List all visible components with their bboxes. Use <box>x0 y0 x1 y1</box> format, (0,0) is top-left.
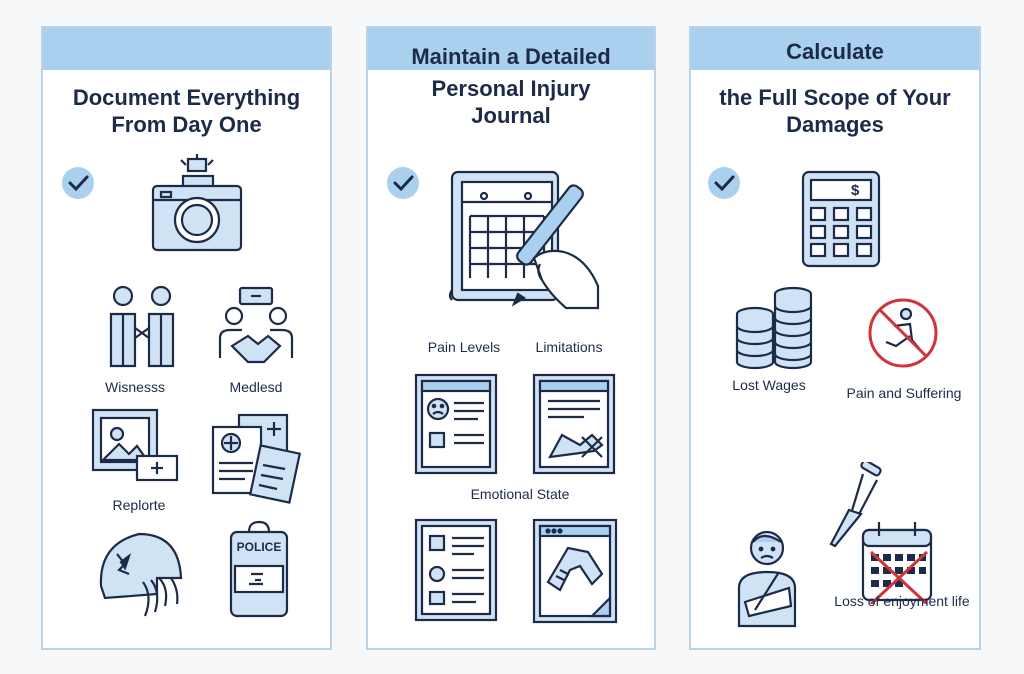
panel-header-bar <box>691 28 979 70</box>
label-reports: Replorte <box>112 497 166 513</box>
cancelled-calendar-icon <box>861 522 933 604</box>
panel-injury-journal: Maintain a Detailed Personal Injury Jour… <box>366 26 656 650</box>
panel-header-bar <box>43 28 330 70</box>
panel-title-line1: Calculate <box>786 39 884 64</box>
camera-icon <box>151 154 243 252</box>
label-lost-wages: Lost Wages <box>732 377 806 393</box>
witnesses-icon <box>109 285 175 368</box>
limitations-chart-icon <box>532 373 616 475</box>
emotional-chart-icon <box>414 518 498 622</box>
panel-title-line2: Personal Injury <box>431 76 591 101</box>
panel-title-line1: Maintain a Detailed <box>411 44 611 69</box>
damaged-helmet-icon <box>99 532 183 617</box>
label-medical: Medlesd <box>229 379 283 395</box>
photo-evidence-icon <box>91 408 179 482</box>
police-badge-text: POLICE <box>236 540 282 554</box>
calculator-currency-symbol: $ <box>851 182 860 199</box>
checkmark-icon <box>387 167 419 199</box>
panel-title-line1: Document Everything <box>72 85 301 110</box>
checkmark-icon <box>708 167 740 199</box>
police-badge-icon <box>229 520 289 618</box>
label-pain-levels: Pain Levels <box>427 339 501 355</box>
checkmark-icon <box>62 167 94 199</box>
label-witnesses: Wisnesss <box>105 379 165 395</box>
panel-header-bar <box>368 28 654 70</box>
injury-chart-icon <box>532 518 618 624</box>
journal-pen-icon <box>448 170 600 310</box>
label-limitations: Limitations <box>535 339 603 355</box>
panel-title-line2: the Full Scope of Your <box>719 85 951 110</box>
crutch-icon <box>829 462 882 548</box>
pain-levels-chart-icon <box>414 373 498 475</box>
panel-title-line2: From Day One <box>111 112 262 137</box>
label-emotional-state: Emotional State <box>470 486 570 502</box>
panel-title-line3: Journal <box>471 103 551 128</box>
medical-handshake-icon <box>218 286 294 364</box>
coin-stacks-icon <box>735 286 813 370</box>
injured-person-icon <box>737 530 797 628</box>
panel-calculate-damages: Calculate the Full Scope of Your Damages… <box>689 26 981 650</box>
label-loss-of-enjoyment: Loss of enjoyment life <box>834 593 970 609</box>
panel-title-line3: Damages <box>786 112 884 137</box>
label-pain-suffering: Pain and Suffering <box>846 385 962 401</box>
no-pain-suffering-icon <box>868 298 938 368</box>
panel-document-everything: Document Everything From Day One Wisness… <box>41 26 332 650</box>
calculator-icon <box>801 170 881 268</box>
medical-reports-icon <box>211 413 301 504</box>
